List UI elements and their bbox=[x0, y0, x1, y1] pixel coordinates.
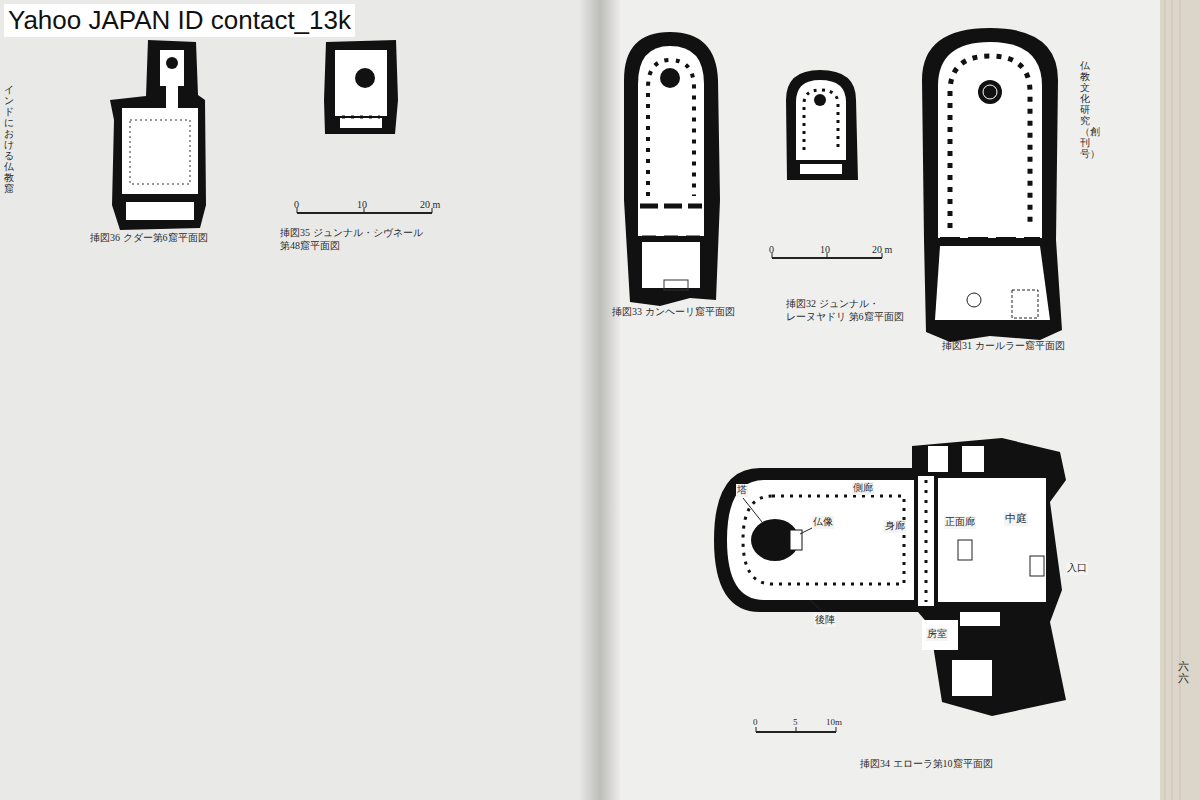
scale-number: 10 bbox=[820, 244, 830, 257]
scale-number: 5 bbox=[793, 717, 798, 728]
rock-mass bbox=[786, 70, 858, 180]
front-wall bbox=[642, 236, 700, 241]
page-edges bbox=[1165, 0, 1180, 800]
shrine bbox=[160, 50, 184, 86]
hall bbox=[938, 42, 1042, 238]
lenyadri-plan bbox=[786, 70, 858, 180]
part-name: 入口 bbox=[1066, 562, 1088, 575]
porch bbox=[126, 202, 194, 220]
chamber bbox=[335, 50, 387, 116]
scale-number: 10 bbox=[357, 199, 367, 212]
figure-caption: 挿図32 ジュンナル・レーヌヤドリ 第6窟平面図 bbox=[786, 298, 916, 323]
scale-number: 0 bbox=[753, 717, 758, 728]
rock-mass bbox=[624, 32, 720, 306]
lost-structure bbox=[1012, 290, 1038, 318]
stairs bbox=[958, 540, 972, 560]
screen-wall bbox=[640, 204, 702, 209]
steps bbox=[664, 280, 688, 290]
part-name: 仏像 bbox=[812, 516, 834, 529]
rock-mass bbox=[324, 40, 398, 134]
screen-wall bbox=[940, 237, 1040, 243]
part-name: 中庭 bbox=[1004, 512, 1028, 526]
cell bbox=[962, 446, 984, 472]
pillar-row bbox=[950, 56, 1030, 228]
stupa bbox=[978, 80, 1002, 104]
left-page bbox=[0, 0, 600, 800]
page-number: 六六 bbox=[1178, 660, 1189, 684]
hall bbox=[638, 46, 704, 236]
scale-number: 20 m bbox=[872, 244, 892, 257]
rock-mass bbox=[922, 28, 1062, 342]
pillar-base bbox=[967, 293, 981, 307]
part-name: 側廊 bbox=[852, 482, 874, 495]
tick bbox=[796, 727, 797, 732]
cell bbox=[922, 620, 958, 650]
stupa bbox=[166, 57, 178, 69]
pillars bbox=[925, 480, 928, 602]
watermark: Yahoo JAPAN ID contact_13k bbox=[4, 4, 355, 37]
part-name: 房室 bbox=[926, 628, 948, 641]
edge-line bbox=[1172, 0, 1173, 800]
stupa bbox=[660, 68, 680, 88]
running-head: インドにおける仏教窟 bbox=[4, 84, 14, 194]
pillar-row bbox=[804, 90, 838, 150]
porch bbox=[800, 164, 842, 174]
front-gallery bbox=[918, 476, 934, 606]
cell bbox=[952, 660, 992, 696]
edge-line bbox=[1165, 0, 1166, 800]
bench-line bbox=[130, 120, 190, 184]
gutter bbox=[580, 0, 620, 800]
karla-plan bbox=[922, 28, 1062, 342]
leader-line bbox=[800, 528, 812, 534]
buddha-image bbox=[790, 530, 802, 550]
scale-number: 0 bbox=[769, 244, 774, 257]
passage bbox=[960, 612, 1000, 626]
kanheri-plan bbox=[624, 32, 720, 306]
figure-caption: 挿図34 エローラ第10窟平面図 bbox=[860, 758, 993, 771]
pillars bbox=[342, 116, 380, 119]
entrance-steps bbox=[1030, 556, 1044, 576]
leader-line bbox=[743, 498, 762, 522]
part-name: 身廊 bbox=[884, 520, 906, 533]
figure-caption: 挿図36 クダー第6窟平面図 bbox=[90, 232, 208, 245]
kuda-plan bbox=[110, 40, 206, 230]
figure-caption: 挿図31 カールラー窟平面図 bbox=[942, 340, 1065, 353]
pillar-row bbox=[648, 60, 694, 196]
rock-mass bbox=[714, 438, 1066, 716]
hall bbox=[796, 80, 846, 160]
stupa bbox=[355, 68, 375, 88]
porch bbox=[340, 118, 382, 128]
rock-mass bbox=[110, 40, 206, 230]
stupa-ring bbox=[983, 85, 997, 99]
part-name: 後陣 bbox=[814, 614, 836, 627]
ellora-plan bbox=[714, 438, 1066, 716]
tick bbox=[836, 727, 837, 732]
scale-bar bbox=[756, 727, 836, 732]
courtyard bbox=[938, 478, 1046, 602]
forecourt bbox=[935, 246, 1050, 320]
hall bbox=[122, 108, 198, 194]
running-head: 仏教文化研究（創刊号） bbox=[1080, 60, 1090, 159]
scale-number: 10m bbox=[826, 717, 842, 728]
right-page bbox=[600, 0, 1160, 800]
door bbox=[166, 86, 178, 108]
stupa bbox=[814, 94, 826, 106]
scale-number: 20 m bbox=[420, 199, 440, 212]
figure-caption: 挿図33 カンヘーリ窟平面図 bbox=[612, 306, 735, 319]
pillars bbox=[128, 199, 192, 202]
cell bbox=[928, 446, 948, 472]
shivneri-plan bbox=[324, 40, 398, 134]
figure-caption: 挿図35 ジュンナル・シヴネール 第48窟平面図 bbox=[280, 227, 430, 252]
page-stack bbox=[1160, 0, 1200, 800]
part-name: 正面廊 bbox=[944, 516, 976, 529]
leader-line bbox=[810, 600, 822, 611]
pillar-row bbox=[743, 496, 904, 584]
tick bbox=[756, 727, 757, 732]
scale-number: 0 bbox=[294, 199, 299, 212]
aisle bbox=[727, 480, 914, 600]
part-name: 塔 bbox=[736, 484, 748, 497]
porch bbox=[642, 242, 700, 288]
